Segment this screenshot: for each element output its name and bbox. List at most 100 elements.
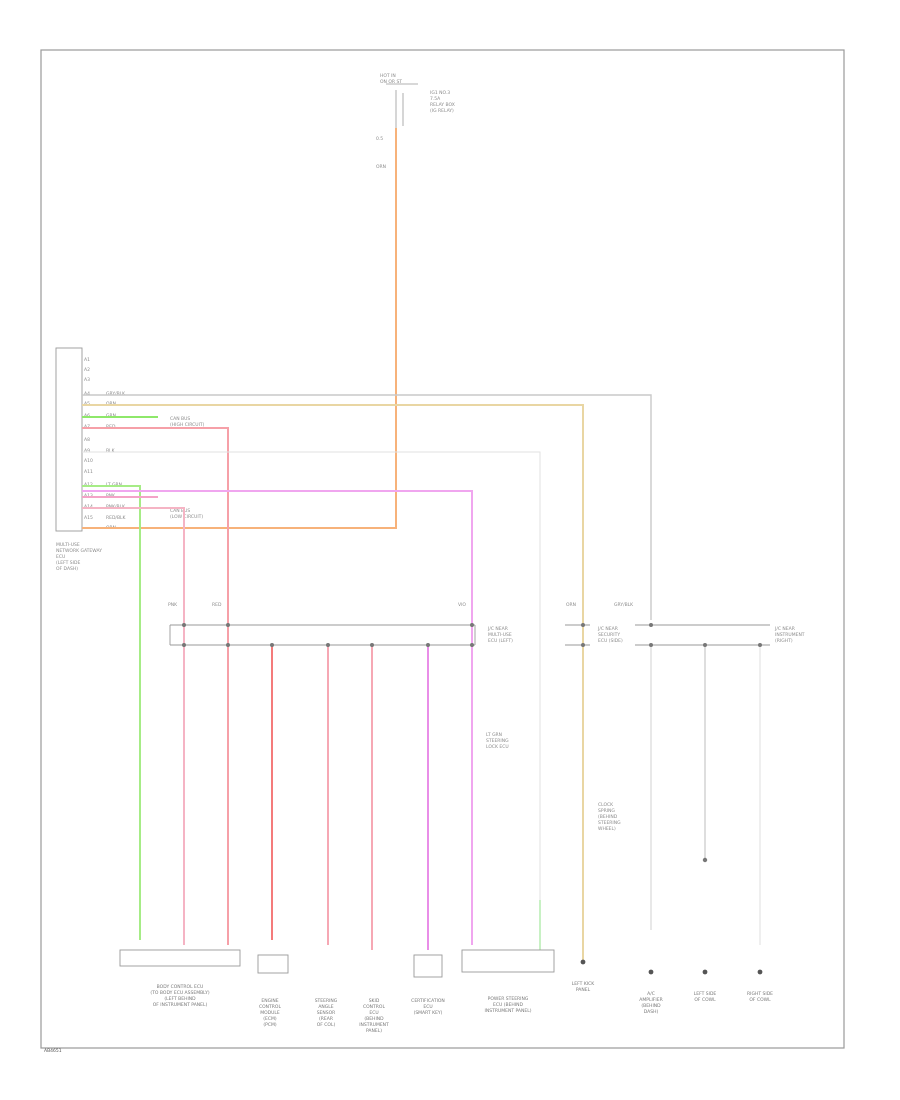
svg-text:ORN: ORN: [566, 602, 576, 608]
diagram-id-tag: AB4651: [44, 1048, 62, 1054]
svg-text:A9: A9: [84, 448, 90, 454]
svg-text:(IG RELAY): (IG RELAY): [430, 108, 454, 114]
svg-text:CLOCK: CLOCK: [598, 802, 614, 808]
wire-orange-tan: [82, 404, 584, 960]
svg-text:ENGINE: ENGINE: [261, 998, 278, 1004]
diagram-border: [40, 49, 845, 1049]
svg-text:ANGLE: ANGLE: [318, 1004, 333, 1010]
svg-text:7.5A: 7.5A: [430, 96, 441, 102]
svg-text:CONTROL: CONTROL: [259, 1004, 281, 1010]
svg-text:OF COWL: OF COWL: [694, 997, 716, 1003]
svg-text:SKID: SKID: [369, 998, 380, 1004]
svg-text:OF DASH): OF DASH): [56, 566, 78, 572]
svg-text:(TO BODY ECU ASSEMBLY): (TO BODY ECU ASSEMBLY): [150, 990, 209, 996]
svg-text:(PCM): (PCM): [263, 1022, 276, 1028]
svg-text:(BEHIND: (BEHIND: [598, 814, 618, 820]
ground-symbols: [580, 959, 763, 975]
svg-text:CAN BUS: CAN BUS: [170, 508, 190, 514]
svg-text:(RIGHT): (RIGHT): [775, 638, 793, 644]
svg-text:A2: A2: [84, 367, 90, 373]
svg-text:WHEEL): WHEEL): [598, 826, 616, 832]
svg-text:INSTRUMENT PANEL): INSTRUMENT PANEL): [485, 1008, 532, 1014]
bottom-connectors: [119, 949, 555, 978]
wire-green-down: [82, 485, 141, 940]
svg-text:LOCK ECU: LOCK ECU: [486, 744, 509, 750]
mid-wire-labels: PNK RED VIO ORN GRY/BLK LT GRN STEERING …: [168, 602, 634, 832]
svg-text:OF INSTRUMENT PANEL): OF INSTRUMENT PANEL): [153, 1002, 208, 1008]
svg-text:LT GRN: LT GRN: [486, 732, 502, 738]
svg-text:CAN BUS: CAN BUS: [170, 416, 190, 422]
svg-text:STEERING: STEERING: [315, 998, 338, 1004]
svg-text:INSTRUMENT: INSTRUMENT: [775, 632, 805, 638]
svg-text:MODULE: MODULE: [260, 1010, 280, 1016]
svg-text:RED/BLK: RED/BLK: [106, 515, 127, 521]
wire-orange-main: [82, 128, 397, 529]
svg-text:J/C NEAR: J/C NEAR: [597, 626, 618, 632]
svg-text:ON OR ST: ON OR ST: [380, 79, 402, 85]
svg-text:A3: A3: [84, 377, 90, 383]
svg-text:PANEL: PANEL: [576, 987, 591, 993]
svg-text:AMPLIFIER: AMPLIFIER: [639, 997, 662, 1003]
svg-text:INSTRUMENT: INSTRUMENT: [359, 1022, 389, 1028]
wire-pink-down: [82, 507, 185, 945]
svg-text:A/C: A/C: [647, 991, 655, 997]
connector-body-ecu: [119, 949, 241, 967]
svg-text:(LEFT BEHIND: (LEFT BEHIND: [164, 996, 196, 1002]
svg-text:HOT IN: HOT IN: [380, 73, 396, 79]
svg-text:SECURITY: SECURITY: [598, 632, 620, 638]
svg-text:(LOW CIRCUIT): (LOW CIRCUIT): [170, 514, 203, 520]
connector-ps: [461, 949, 555, 973]
svg-text:(LEFT SIDE: (LEFT SIDE: [56, 560, 80, 566]
bottom-captions: BODY CONTROL ECU (TO BODY ECU ASSEMBLY) …: [150, 981, 773, 1034]
svg-text:VIO: VIO: [458, 602, 466, 608]
svg-text:ECU (SIDE): ECU (SIDE): [598, 638, 623, 644]
svg-text:NETWORK GATEWAY: NETWORK GATEWAY: [56, 548, 102, 554]
svg-text:RELAY BOX: RELAY BOX: [430, 102, 455, 108]
wire-gray-top: [82, 394, 652, 620]
svg-text:OF COWL: OF COWL: [749, 997, 771, 1003]
svg-text:(BEHIND: (BEHIND: [364, 1016, 384, 1022]
left-ecu-component: MULTI-USE NETWORK GATEWAY ECU (LEFT SIDE…: [55, 347, 102, 572]
svg-text:(SMART KEY): (SMART KEY): [414, 1010, 443, 1016]
svg-text:SENSOR: SENSOR: [317, 1010, 336, 1016]
connector-cert: [413, 954, 443, 978]
svg-text:LEFT KICK: LEFT KICK: [572, 981, 595, 987]
svg-text:BLK: BLK: [106, 448, 116, 454]
svg-text:0.5: 0.5: [376, 136, 383, 142]
svg-text:RED: RED: [212, 602, 222, 608]
svg-text:BODY CONTROL ECU: BODY CONTROL ECU: [157, 984, 204, 990]
svg-text:A15: A15: [84, 515, 93, 521]
svg-text:A11: A11: [84, 469, 93, 475]
svg-text:A10: A10: [84, 458, 93, 464]
wire-ltgray: [82, 451, 541, 950]
junction-dots: [182, 623, 762, 863]
svg-text:(BEHIND: (BEHIND: [641, 1003, 661, 1009]
junction-labels: J/C NEAR MULTI-USE ECU (LEFT) J/C NEAR S…: [487, 626, 805, 644]
svg-text:CONTROL: CONTROL: [363, 1004, 385, 1010]
svg-text:LEFT SIDE: LEFT SIDE: [694, 991, 717, 997]
wires: [82, 128, 761, 960]
svg-text:CERTIFICATION: CERTIFICATION: [411, 998, 445, 1004]
connector-ecm: [257, 954, 289, 974]
svg-text:MULTI-USE: MULTI-USE: [488, 632, 512, 638]
svg-text:STEERING: STEERING: [598, 820, 621, 826]
svg-text:(REAR: (REAR: [319, 1016, 333, 1022]
svg-text:STEERING: STEERING: [486, 738, 509, 744]
svg-text:A1: A1: [84, 357, 90, 363]
wire-red: [82, 427, 229, 945]
svg-text:A8: A8: [84, 437, 90, 443]
svg-text:ORN: ORN: [376, 164, 386, 170]
svg-text:RIGHT SIDE: RIGHT SIDE: [747, 991, 773, 997]
left-wire-labels: GRY/BLK ORN GRN RED BLK LT GRN PNK PNK/B…: [106, 391, 205, 531]
svg-text:MULTI-USE: MULTI-USE: [56, 542, 80, 548]
svg-text:(HIGH CIRCUIT): (HIGH CIRCUIT): [170, 422, 205, 428]
svg-text:GRY/BLK: GRY/BLK: [614, 602, 634, 608]
svg-text:ECU: ECU: [56, 554, 65, 560]
svg-text:PANEL): PANEL): [366, 1028, 382, 1034]
svg-text:(ECM): (ECM): [263, 1016, 277, 1022]
svg-text:ECU: ECU: [369, 1010, 378, 1016]
top-fuse-connector: HOT IN ON OR ST IG1 NO.3 7.5A RELAY BOX …: [376, 73, 455, 170]
junction-bars: [169, 624, 770, 646]
svg-text:IG1 NO.3: IG1 NO.3: [430, 90, 450, 96]
